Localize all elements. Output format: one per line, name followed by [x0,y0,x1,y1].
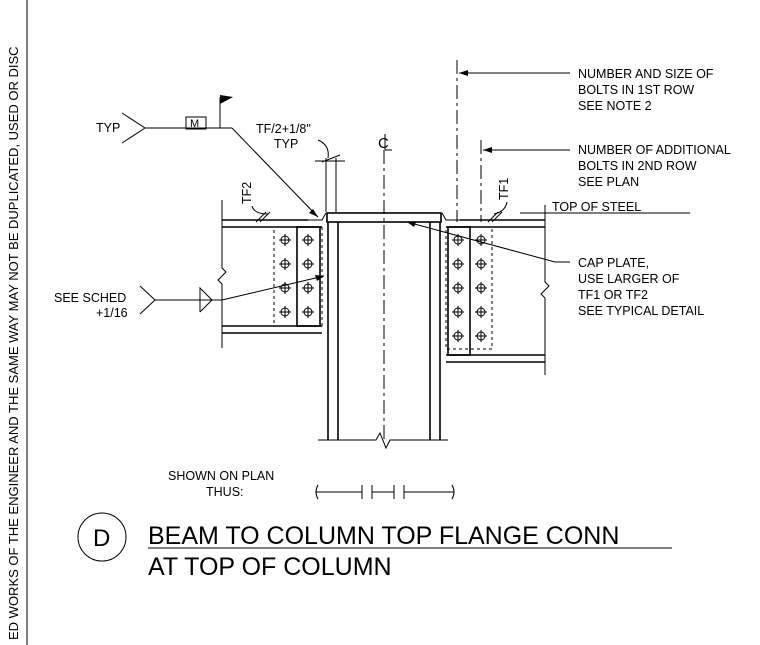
svg-text:C: C [378,135,389,152]
callout-bolts-1st-row-l3: SEE NOTE 2 [578,99,652,113]
tf-note-line2: TYP [274,137,298,151]
detail-circle [77,512,127,562]
callout-cap-plate-l4: SEE TYPICAL DETAIL [578,304,704,318]
callout-cap-plate-l1: CAP PLATE, [578,256,649,270]
left-beam-break [217,200,227,348]
see-sched-l1: SEE SCHED [54,291,126,305]
column-break-line [318,431,448,450]
plan-symbol [315,484,455,500]
see-sched-l2: +1/16 [96,306,128,320]
callout-cap-plate-l3: TF1 OR TF2 [578,288,648,302]
callout-bolts-1st-row-l1: NUMBER AND SIZE OF [578,67,714,81]
plan-note-l2: THUS: [206,485,244,499]
callout-cap-plate-l2: USE LARGER OF [578,272,680,286]
centerline-symbol: C [378,134,392,152]
left-bolt-group [279,234,314,318]
weld-typ-label: TYP [96,121,120,135]
tf-note-leader [317,139,329,159]
callout-top-of-steel: TOP OF STEEL [552,200,641,214]
callout-bolts-2nd-row-l2: BOLTS IN 2ND ROW [578,159,697,173]
callout-bolts-2nd-row-l1: NUMBER OF ADDITIONAL [578,143,731,157]
tf-note-line1: TF/2+1/8" [256,122,311,136]
detail-letter: D [93,525,110,552]
detail-title-line1: BEAM TO COLUMN TOP FLANGE CONN [148,522,619,550]
detail-title-line2: AT TOP OF COLUMN [148,553,392,581]
tf1-label: TF1 [497,178,511,200]
weld-m-box: M [190,118,199,130]
weld-symbol-top: M [121,95,319,218]
weld-symbol-see-sched [139,275,325,315]
right-beam-break [540,205,550,375]
column [318,222,448,450]
tf2-label: TF2 [240,182,254,204]
side-disclaimer-text: ED WORKS OF THE ENGINEER AND THE SAME WA… [6,46,21,640]
callout-bolts-1st-row-l2: BOLTS IN 1ST ROW [578,83,694,97]
plan-note-l1: SHOWN ON PLAN [168,469,274,483]
callout-bolts-2nd-row-l3: SEE PLAN [578,175,639,189]
right-bolt-group [452,234,487,342]
